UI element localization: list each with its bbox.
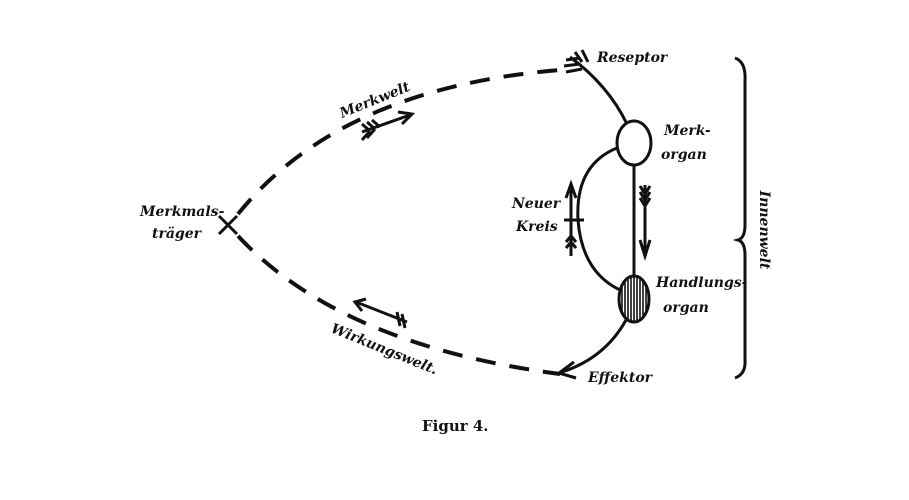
label-merkmalstraeger-2: träger — [152, 226, 203, 242]
neuer-kreis-arrow — [564, 179, 578, 256]
merkwelt-arrow — [360, 110, 416, 141]
merkorgan-circle — [615, 119, 653, 167]
neuer-kreis-arc — [576, 146, 621, 292]
wirkungswelt-path — [236, 234, 561, 376]
label-merkorgan-2: organ — [661, 147, 707, 163]
figure-caption: Figur 4. — [422, 417, 489, 435]
merkmalstraeger-cross — [217, 214, 239, 236]
receptor — [563, 49, 629, 125]
handlungsorgan-circle — [617, 274, 651, 324]
label-neuer-kreis-2: Kreis — [515, 219, 558, 235]
innenwelt-brace — [732, 56, 747, 380]
effector — [555, 319, 628, 380]
label-reseptor: Reseptor — [596, 50, 669, 66]
wirkungswelt-arrow — [352, 297, 408, 329]
label-effektor: Effektor — [587, 370, 654, 386]
internal-down-arrow — [638, 185, 652, 262]
label-handlungsorgan-2: organ — [663, 300, 709, 316]
label-merkwelt: Merkwelt — [337, 79, 413, 122]
label-innenwelt: Innenwelt — [756, 190, 772, 270]
label-merkorgan-1: Merk- — [663, 123, 711, 139]
merkwelt-path — [236, 68, 561, 216]
label-merkmalstraeger-1: Merkmals- — [139, 204, 225, 220]
label-neuer-kreis-1: Neuer — [511, 196, 562, 212]
label-handlungsorgan-1: Handlungs- — [655, 275, 748, 291]
